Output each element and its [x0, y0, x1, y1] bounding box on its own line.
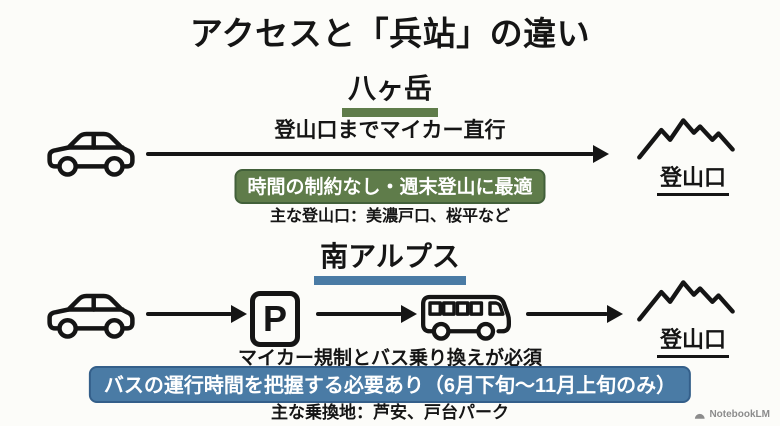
- section-heading-minami-alps: 南アルプス: [0, 235, 780, 285]
- trailhead-block-yatsugatake: 登山口: [622, 116, 764, 196]
- note-yatsugatake: 主な登山口：美濃戸口、桜平など: [269, 208, 510, 225]
- status-badge-yatsugatake: 時間の制約なし・週末登山に最適: [234, 169, 546, 204]
- parking-icon: P: [250, 291, 300, 347]
- car-icon: [47, 131, 135, 177]
- trailhead-label: 登山口: [656, 322, 729, 358]
- flow-arrow: [146, 152, 594, 156]
- flow-arrow: [316, 312, 402, 316]
- section-heading-yatsugatake-label: 八ヶ岳: [341, 67, 438, 117]
- mountain-icon: [637, 280, 735, 322]
- watermark: NotebookLM: [694, 409, 770, 420]
- flow-label-yatsugatake: 登山口までマイカー直行: [274, 119, 506, 142]
- page-title: アクセスと「兵站」の違い: [189, 15, 591, 52]
- trailhead-label: 登山口: [656, 160, 729, 196]
- status-badge-minami-alps: バスの運行時間を把握する必要あり（6月下旬～11月上旬のみ）: [88, 366, 692, 403]
- section-heading-minami-alps-label: 南アルプス: [314, 235, 466, 285]
- note-minami-alps: 主な乗換地：芦安、戸台パーク: [271, 403, 509, 422]
- trailhead-block-minami-alps: 登山口: [622, 278, 764, 358]
- mountain-icon: [637, 118, 735, 160]
- car-icon: [47, 293, 135, 339]
- flow-arrow: [146, 312, 232, 316]
- section-heading-yatsugatake: 八ヶ岳: [0, 67, 780, 117]
- bus-icon: [421, 294, 511, 341]
- parking-letter: P: [262, 298, 287, 339]
- watermark-label: NotebookLM: [709, 409, 770, 420]
- flow-label-minami-alps: マイカー規制とバス乗り換えが必須: [237, 348, 542, 369]
- flow-arrow: [526, 312, 608, 316]
- notebooklm-logo-icon: [695, 413, 706, 419]
